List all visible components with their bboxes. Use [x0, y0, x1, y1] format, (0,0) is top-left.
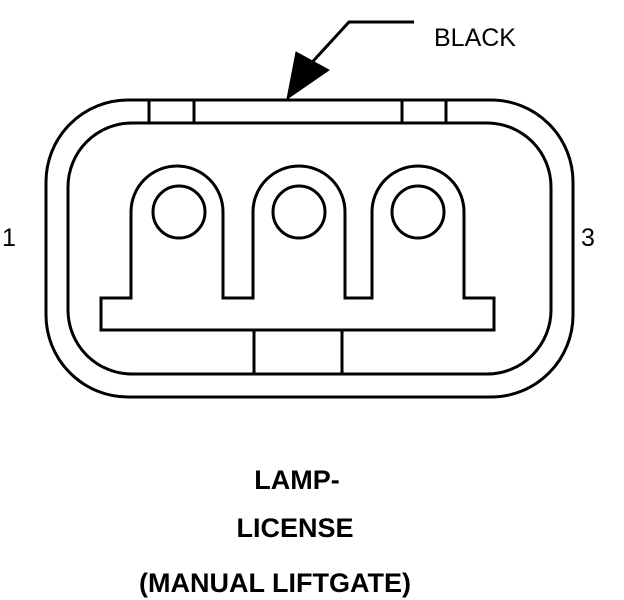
terminal-body: [99, 164, 496, 332]
caption-line-3: (MANUAL LIFTGATE): [139, 568, 411, 598]
connector-housing-inner: [66, 121, 553, 376]
pin-number-right: 3: [581, 224, 595, 252]
caption-line-2: LICENSE: [236, 513, 354, 543]
terminal-cavity-2: [271, 184, 327, 240]
caption-line-1: LAMP-: [254, 465, 340, 495]
terminal-cavity-3: [390, 184, 446, 240]
locking-tab-right: [400, 100, 448, 123]
pin-number-left: 1: [2, 224, 16, 252]
keying-notch: [252, 330, 344, 374]
connector-housing-outer: [44, 98, 575, 399]
locking-tab-left: [147, 100, 196, 123]
wire-color-label: BLACK: [434, 24, 516, 52]
callout-arrow-icon: [286, 51, 330, 101]
terminal-cavity-1: [151, 184, 207, 240]
callout-leader-line: [303, 20, 414, 72]
